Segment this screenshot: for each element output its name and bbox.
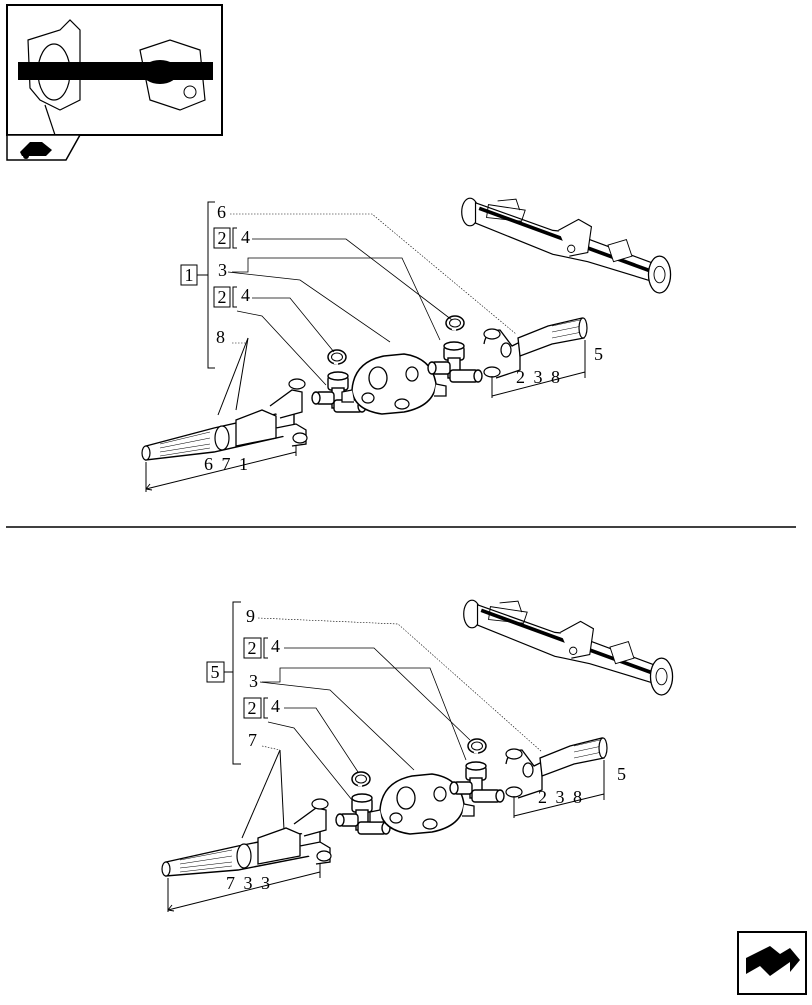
callout-label-e: 8: [216, 327, 225, 347]
callout-label-e: 7: [248, 730, 257, 750]
shaft-right: [483, 317, 588, 379]
next-page-arrow-icon[interactable]: [737, 931, 807, 995]
dimension-right-label: 2 3 8: [538, 787, 584, 807]
ref-box-main: 1: [180, 264, 198, 286]
ref-box-sub1: 2: [213, 227, 231, 249]
axle-overview-icon: [461, 598, 675, 697]
ring-left: [351, 771, 371, 787]
svg-text:5: 5: [211, 662, 220, 682]
svg-text:2: 2: [248, 638, 257, 658]
shaft-left: [141, 378, 308, 461]
svg-text:1: 1: [185, 265, 194, 285]
callout-label-d: 4: [241, 285, 250, 305]
callout-label-b: 4: [271, 636, 280, 656]
ring-right: [467, 738, 487, 754]
ref-box-main: 5: [206, 661, 225, 683]
ujoint-right: [427, 341, 483, 383]
bottom-assembly: 5 2 2 9 4 3 4 7: [161, 598, 675, 912]
axle-thumbnail-icon: [6, 4, 223, 136]
svg-text:2: 2: [218, 228, 227, 248]
side-label: 5: [617, 764, 626, 784]
side-label: 5: [594, 344, 603, 364]
ref-box-sub1: 2: [243, 637, 262, 659]
ring-left: [327, 349, 347, 365]
dimension-left-label: 7 3 3: [226, 873, 272, 893]
shaft-right: [505, 737, 608, 799]
dimension-right-label: 2 3 8: [516, 367, 562, 387]
dimension-left-label: 6 7 1: [204, 454, 250, 474]
callout-label-a: 9: [246, 606, 255, 626]
axle-overview-icon: [459, 196, 673, 295]
ref-box-sub2: 2: [243, 697, 262, 719]
callout-label-b: 4: [241, 227, 250, 247]
ref-box-sub2: 2: [213, 286, 231, 308]
tractor-badge-icon: [6, 134, 82, 161]
callout-label-d: 4: [271, 696, 280, 716]
callout-label-c: 3: [249, 671, 258, 691]
svg-text:2: 2: [248, 698, 257, 718]
shaft-left: [161, 798, 332, 877]
callout-label-c: 3: [218, 260, 227, 280]
ring-right: [445, 315, 465, 331]
svg-text:2: 2: [218, 287, 227, 307]
callout-label-a: 6: [217, 202, 226, 222]
top-assembly: 1 2 2 6 4 3 4 8: [141, 196, 673, 492]
